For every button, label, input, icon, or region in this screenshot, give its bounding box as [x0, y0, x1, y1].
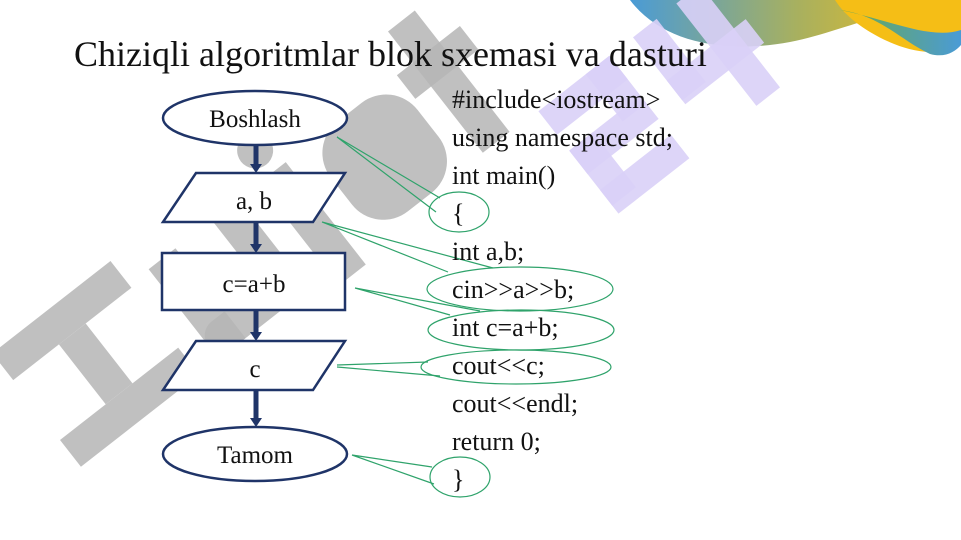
flow-process: c=a+b [160, 251, 347, 312]
code-line: { [452, 199, 464, 228]
code-line: int main() [452, 161, 555, 190]
code-line: cout<<endl; [452, 389, 578, 418]
flow-output: c [160, 339, 348, 392]
input-label: a, b [236, 188, 272, 215]
slide-title: Chiziqli algoritmlar blok sxemasi va das… [74, 34, 707, 74]
flow-input: a, b [160, 171, 348, 224]
code-line: #include<iostream> [452, 85, 660, 114]
code-line: using namespace std; [452, 123, 673, 152]
code-line: cin>>a>>b; [452, 275, 574, 304]
start-label: Boshlash [209, 106, 301, 133]
flow-end: Tamom [161, 425, 349, 483]
code-line: return 0; [452, 427, 541, 456]
code-line: cout<<c; [452, 351, 545, 380]
code-line: int c=a+b; [452, 313, 559, 342]
flow-start: Boshlash [161, 89, 349, 147]
code-listing: #include<iostream> using namespace std; … [452, 85, 673, 494]
flow-arrows [250, 145, 262, 427]
code-line: } [452, 465, 464, 494]
process-label: c=a+b [223, 271, 286, 298]
callouts [321, 136, 615, 498]
end-label: Tamom [217, 442, 294, 469]
output-label: c [249, 356, 260, 383]
code-line: int a,b; [452, 237, 524, 266]
